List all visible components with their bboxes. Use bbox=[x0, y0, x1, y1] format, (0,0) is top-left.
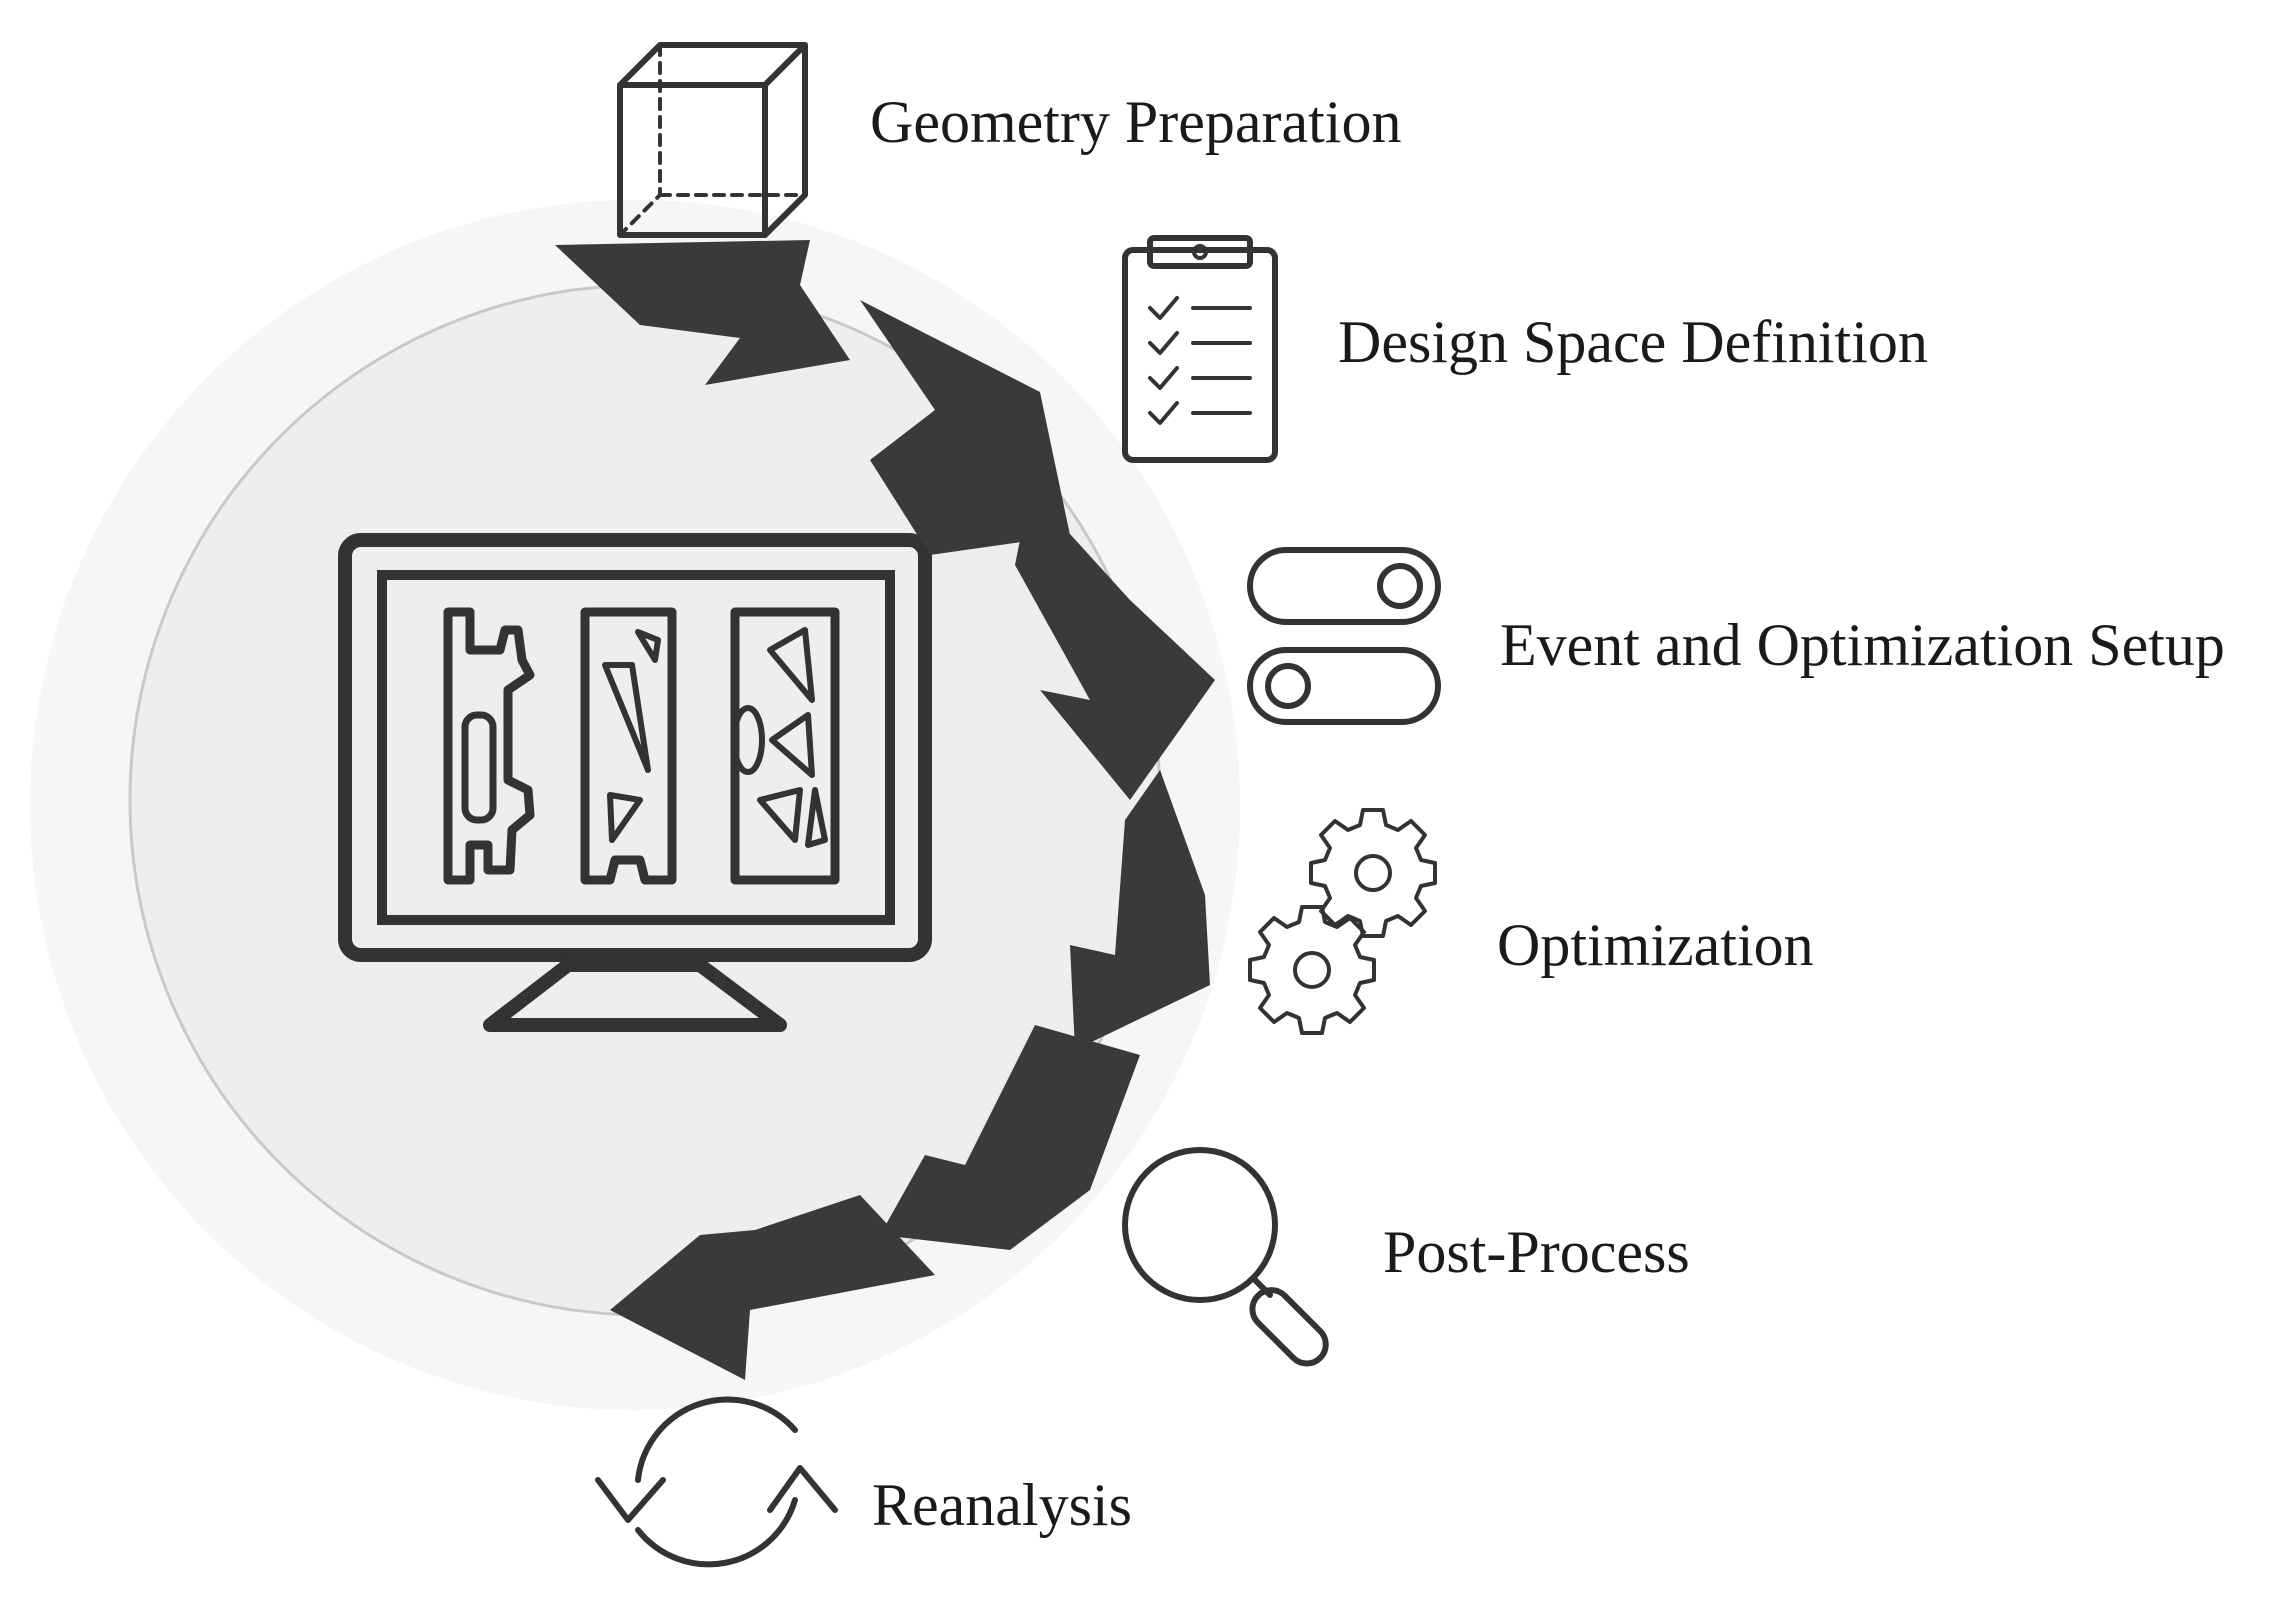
refresh-cycle-icon bbox=[595, 1396, 838, 1568]
monitor-topology-icon bbox=[338, 533, 932, 1032]
chevron-arrow-4 bbox=[1070, 770, 1210, 1050]
chevron-arrow-2 bbox=[860, 300, 1070, 555]
step-label-optimization: Optimization bbox=[1497, 912, 1814, 978]
step-label-post-process: Post-Process bbox=[1383, 1219, 1690, 1285]
magnifier-icon bbox=[1122, 1147, 1329, 1367]
step-label-geometry-preparation: Geometry Preparation bbox=[870, 89, 1401, 155]
step-label-event-and-optimization-setup: Event and Optimization Setup bbox=[1500, 612, 2225, 678]
cube-icon bbox=[617, 42, 808, 238]
chevron-arrow-5 bbox=[880, 1025, 1140, 1250]
chevron-arrow-1 bbox=[555, 240, 850, 385]
toggle-switches-icon bbox=[1247, 547, 1441, 725]
step-label-reanalysis: Reanalysis bbox=[872, 1472, 1132, 1538]
gears-icon bbox=[1248, 808, 1437, 1035]
step-label-design-space-definition: Design Space Definition bbox=[1338, 309, 1928, 375]
chevron-arrow-3 bbox=[1015, 490, 1215, 800]
clipboard-checklist-icon bbox=[1122, 235, 1278, 463]
chevron-arrow-6 bbox=[610, 1195, 935, 1380]
process-arrows bbox=[555, 240, 1215, 1380]
